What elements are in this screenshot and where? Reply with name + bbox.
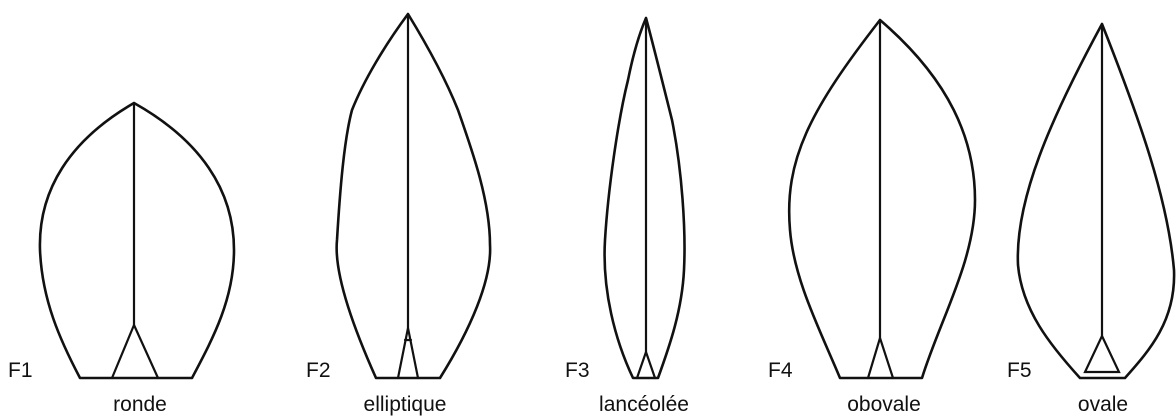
leaf-f3-outline [605,18,685,378]
leaf-f2-code: F2 [306,359,331,382]
leaf-f5-name: ovale [1078,393,1128,416]
leaf-f5-ovale: F5 ovale [1007,24,1174,416]
leaf-f1-code: F1 [8,359,33,382]
leaf-f4-obovale: F4 obovale [768,20,975,416]
leaf-f1-outline [40,103,234,378]
leaf-f1-petiole [112,325,158,378]
leaf-f4-name: obovale [847,393,921,416]
leaf-f1-name: ronde [113,393,167,416]
leaf-f4-code: F4 [768,359,793,382]
leaf-f3-code: F3 [565,359,590,382]
leaf-f2-elliptique: F2 elliptique [306,14,490,416]
leaf-f3-petiole [637,352,655,378]
leaf-f4-outline [789,20,975,378]
leaf-f5-code: F5 [1007,359,1032,382]
leaf-f2-outline [337,14,490,378]
leaf-f3-lanceolee: F3 lancéolée [565,18,689,416]
leaf-f4-petiole [868,338,893,378]
leaf-f5-outline [1018,24,1174,378]
leaf-f2-name: elliptique [364,393,447,416]
leaf-f3-name: lancéolée [599,393,689,416]
leaf-f1-ronde: F1 ronde [8,103,234,416]
leaf-f2-petiole [398,328,418,378]
leaf-f5-petiole [1085,336,1119,372]
